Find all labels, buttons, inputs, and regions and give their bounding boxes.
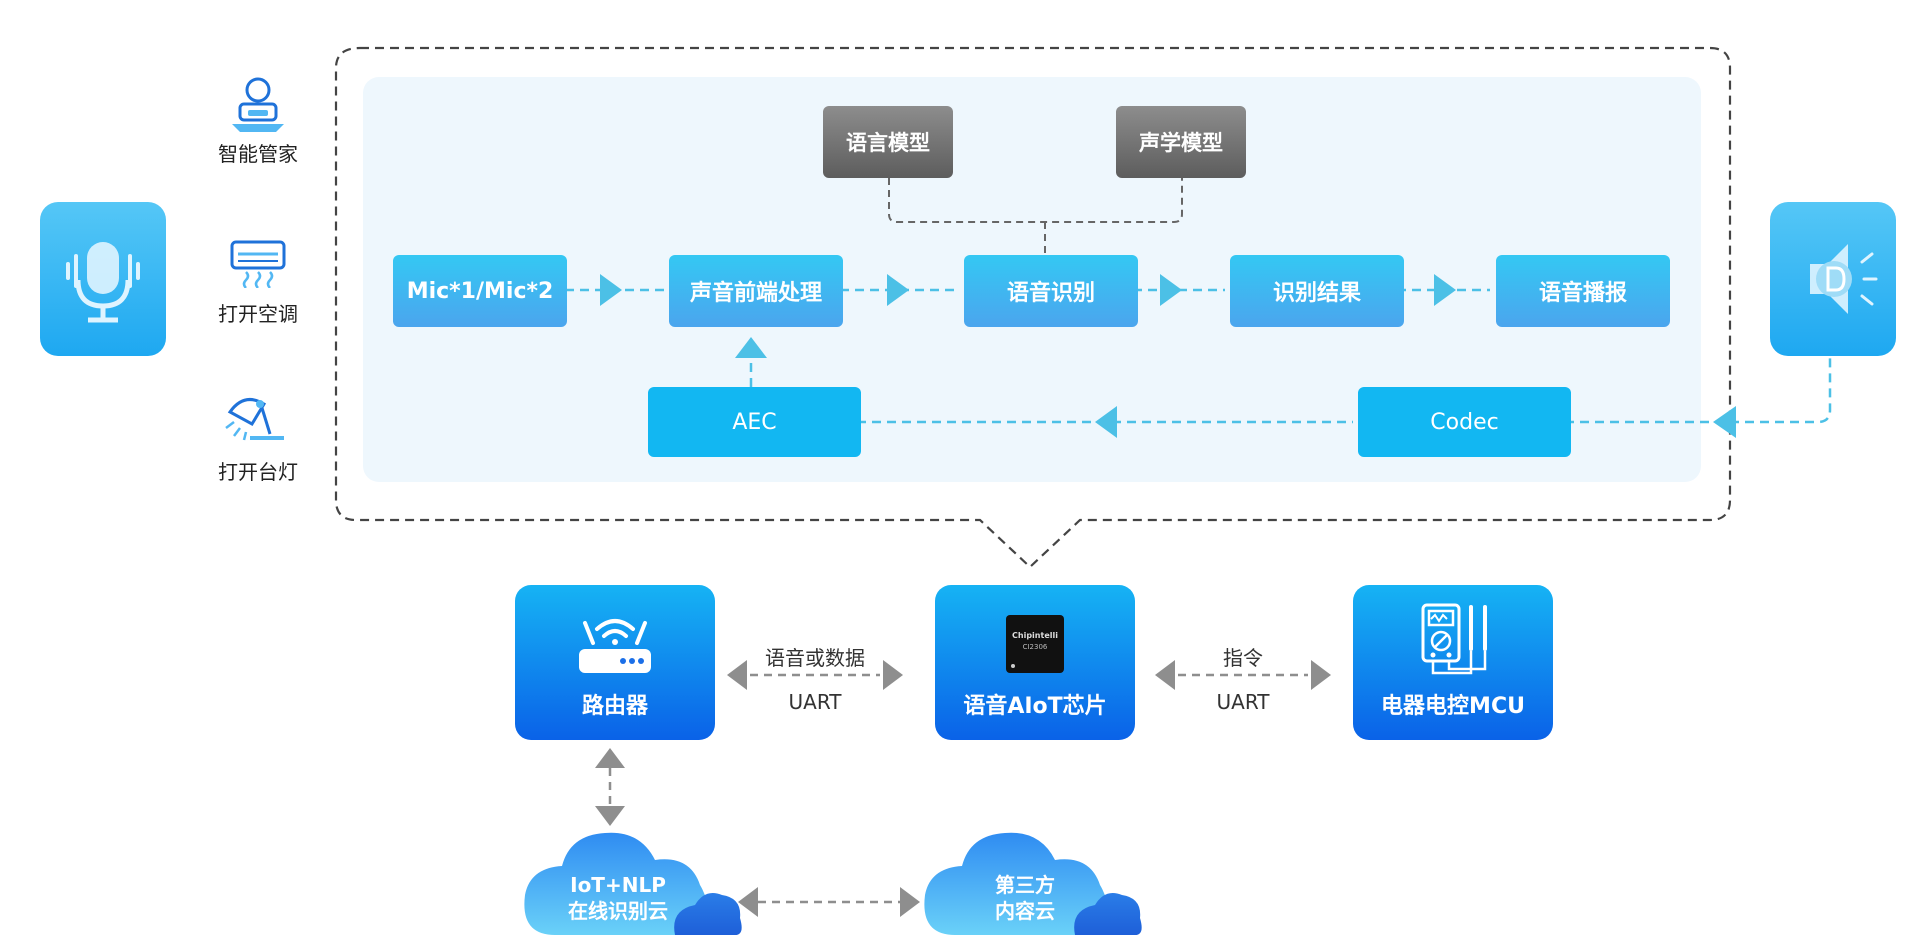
cloud2-line1: 第三方 (995, 873, 1055, 897)
voice-broadcast-box: 语音播报 (1496, 255, 1670, 327)
cloud-third-party (924, 832, 1142, 935)
aec-box: AEC (648, 387, 861, 457)
language-model-box: 语言模型 (823, 106, 953, 178)
flow-arrow-3 (1160, 274, 1182, 306)
link2-label-top: 指令 (1223, 646, 1263, 670)
flow-arrow-2 (887, 274, 909, 306)
codec-box: Codec (1358, 387, 1571, 457)
butler-robot-icon (232, 77, 284, 132)
air-conditioner-icon (230, 240, 286, 288)
mic-input-box: Mic*1/Mic*2 (393, 255, 567, 327)
label-lamp: 打开台灯 (218, 460, 298, 484)
chip-model: CI2306 (1022, 643, 1048, 651)
link2-label-bottom: UART (1216, 690, 1270, 714)
microphone-tile (40, 202, 166, 356)
cloud2-line2: 内容云 (995, 899, 1055, 923)
cloud1-text: IoT+NLP 在线识别云 (538, 872, 698, 924)
aiot-chip-box: Chipintelli CI2306 语音AIoT芯片 (935, 585, 1135, 740)
link1-arrow-right (883, 660, 903, 690)
label-butler: 智能管家 (218, 142, 298, 166)
link1-label-bottom: UART (788, 690, 842, 714)
frontend-processing-box: 声音前端处理 (669, 255, 843, 327)
router-box: 路由器 (515, 585, 715, 740)
desk-lamp-icon (225, 398, 284, 441)
flow-arrow-left-2 (1713, 406, 1736, 438)
microphone-icon (66, 242, 140, 323)
cloud1-line2: 在线识别云 (568, 899, 668, 923)
flow-arrow-4 (1434, 274, 1456, 306)
mcu-label: 电器电控MCU (1381, 694, 1525, 719)
chip-icon: Chipintelli CI2306 (1006, 615, 1064, 673)
router-label: 路由器 (581, 694, 648, 719)
mcu-box: 电器电控MCU (1353, 585, 1553, 740)
router-arrow-up (595, 748, 625, 768)
recognition-result-box: 识别结果 (1230, 255, 1404, 327)
speaker-icon (1810, 244, 1878, 314)
callout-outline (334, 46, 1732, 569)
flow-arrow-left (1095, 406, 1117, 438)
chip-brand: Chipintelli (1012, 631, 1058, 640)
link1-arrow-left (727, 660, 747, 690)
router-wifi-icon (579, 619, 651, 673)
cloud-arrow-left (738, 887, 758, 917)
speaker-tile (1770, 202, 1896, 356)
label-ac: 打开空调 (218, 302, 298, 326)
link1-label-top: 语音或数据 (765, 646, 865, 670)
flow-arrow-up (735, 337, 767, 358)
link2-arrow-right (1311, 660, 1331, 690)
cloud1-line1: IoT+NLP (570, 873, 666, 897)
multimeter-icon (1421, 603, 1487, 675)
link2-arrow-left (1155, 660, 1175, 690)
flow-arrow-1 (600, 274, 622, 306)
cloud-arrow-right (900, 887, 920, 917)
acoustic-model-box: 声学模型 (1116, 106, 1246, 178)
cloud2-text: 第三方 内容云 (945, 872, 1105, 924)
speech-recognition-box: 语音识别 (964, 255, 1138, 327)
chip-label: 语音AIoT芯片 (963, 694, 1107, 719)
cloud-iot-nlp (524, 832, 742, 935)
router-arrow-down (595, 806, 625, 826)
